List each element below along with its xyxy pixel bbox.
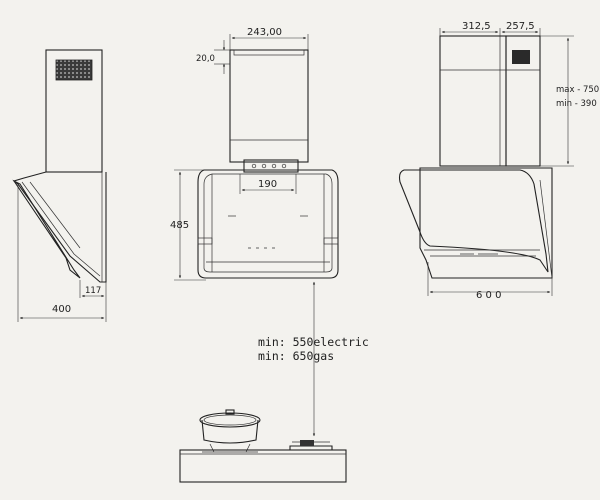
clearance-electric-label: min: 550electric xyxy=(258,335,369,349)
side-depth-dimension: 400 xyxy=(17,184,107,322)
right-chimney-width-b-label: 257,5 xyxy=(506,21,535,32)
front-height-dimension: 485 xyxy=(170,169,206,281)
right-max-height-label: max - 750 xyxy=(556,85,599,95)
side-depth-label: 400 xyxy=(52,304,71,315)
clearance-gas-label: min: 650gas xyxy=(258,349,334,363)
front-chimney-width-dimension: 243,00 xyxy=(229,27,309,50)
clearance-section: min: 550electric min: 650gas xyxy=(179,281,369,483)
front-top-offset-label: 20,0 xyxy=(196,54,215,64)
side-offset-dimension: 117 xyxy=(79,280,105,298)
front-control-width-dimension: 190 xyxy=(239,174,297,194)
right-hood-width-dimension: 6 0 0 xyxy=(427,262,553,301)
cooktop-counter xyxy=(179,449,347,483)
right-height-range-dimension: max - 750 min - 390 xyxy=(540,35,599,167)
right-chimney-width-dimension: 312,5 257,5 xyxy=(439,21,541,36)
right-glass-panel xyxy=(398,169,549,273)
side-view: 400 117 xyxy=(12,49,107,322)
front-chimney xyxy=(229,49,309,163)
gas-burner xyxy=(289,440,333,451)
front-view: 243,00 20,0 190 xyxy=(170,27,339,281)
front-canopy xyxy=(197,169,339,279)
side-glass-panel xyxy=(12,179,81,279)
front-control-width-label: 190 xyxy=(258,179,277,190)
side-offset-label: 117 xyxy=(85,286,101,296)
right-min-height-label: min - 390 xyxy=(556,99,597,109)
front-top-offset-dimension: 20,0 xyxy=(196,40,230,74)
cooking-pot xyxy=(199,409,261,453)
side-canopy-body xyxy=(12,171,107,283)
right-chimney-width-a-label: 312,5 xyxy=(462,21,491,32)
right-view: 312,5 257,5 max - 750 min - 390 6 0 0 xyxy=(398,21,599,301)
right-hood-body xyxy=(419,167,553,279)
right-hood-width-label: 6 0 0 xyxy=(476,290,501,301)
right-chimney xyxy=(439,35,507,167)
side-chimney-vent-grill xyxy=(55,59,93,81)
right-chimney-vent xyxy=(512,50,530,64)
right-chimney-extension xyxy=(505,35,541,167)
front-height-label: 485 xyxy=(170,220,189,231)
front-chimney-width-label: 243,00 xyxy=(247,27,282,38)
front-control-panel xyxy=(243,159,299,173)
